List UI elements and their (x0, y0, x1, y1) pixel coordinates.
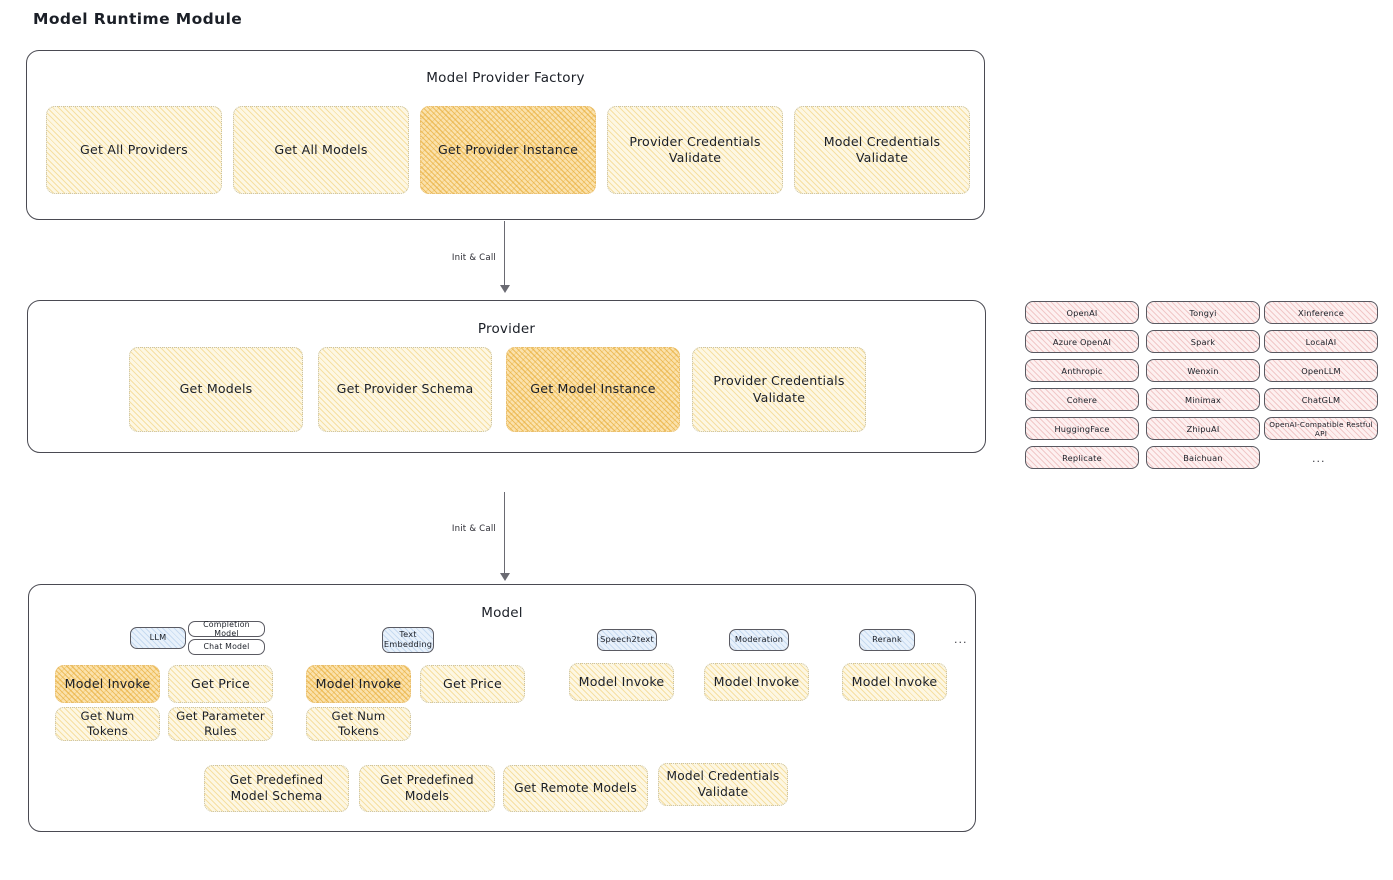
provider-card-get-model-instance[interactable]: Get Model Instance (506, 347, 680, 432)
provider-pill-minimax[interactable]: Minimax (1146, 388, 1260, 411)
provider-pill-spark[interactable]: Spark (1146, 330, 1260, 353)
model-type-subbadge-completion-model[interactable]: Completion Model (188, 620, 265, 638)
provider-card-provider-credentials-validate[interactable]: Provider Credentials Validate (692, 347, 866, 432)
provider-pill-openllm[interactable]: OpenLLM (1264, 359, 1378, 382)
connector-bottom-label: Init & Call (447, 523, 500, 535)
model-card-get-predefined-model-schema[interactable]: Get Predefined Model Schema (204, 765, 349, 812)
provider-pill-cohere[interactable]: Cohere (1025, 388, 1139, 411)
model-provider-factory-title: Model Provider Factory (426, 70, 585, 86)
model-card-get-remote-models[interactable]: Get Remote Models (503, 765, 648, 812)
page-title: Model Runtime Module (33, 10, 243, 28)
connector-factory-to-provider (499, 221, 510, 294)
provider-container: Provider Get Models Get Provider Schema … (27, 300, 986, 453)
llm-card-get-num-tokens[interactable]: Get Num Tokens (55, 707, 160, 741)
rerank-card-model-invoke[interactable]: Model Invoke (842, 663, 947, 701)
provider-pill-huggingface[interactable]: HuggingFace (1025, 417, 1139, 440)
connector-arrowhead (499, 285, 510, 293)
model-card-get-predefined-models[interactable]: Get Predefined Models (359, 765, 495, 812)
moderation-card-model-invoke[interactable]: Model Invoke (704, 663, 809, 701)
model-type-badge-speech2text[interactable]: Speech2text (597, 629, 657, 651)
model-type-badge-moderation[interactable]: Moderation (729, 629, 789, 651)
factory-card-get-provider-instance[interactable]: Get Provider Instance (420, 106, 596, 194)
provider-pill-azure-openai[interactable]: Azure OpenAI (1025, 330, 1139, 353)
connector-arrowhead (499, 573, 510, 581)
factory-card-get-all-models[interactable]: Get All Models (233, 106, 409, 194)
llm-card-get-price[interactable]: Get Price (168, 665, 273, 703)
model-type-subbadge-chat-model[interactable]: Chat Model (188, 639, 265, 655)
connector-stem (504, 492, 506, 574)
provider-pill-replicate[interactable]: Replicate (1025, 446, 1139, 469)
model-types-more: ... (954, 633, 968, 646)
provider-pill-wenxin[interactable]: Wenxin (1146, 359, 1260, 382)
provider-pill-tongyi[interactable]: Tongyi (1146, 301, 1260, 324)
connector-provider-to-model (499, 492, 510, 582)
factory-card-provider-credentials-validate[interactable]: Provider Credentials Validate (607, 106, 783, 194)
connector-stem (504, 221, 506, 286)
provider-pill-localai[interactable]: LocalAI (1264, 330, 1378, 353)
provider-pill-baichuan[interactable]: Baichuan (1146, 446, 1260, 469)
text-embedding-card-model-invoke[interactable]: Model Invoke (306, 665, 411, 703)
model-card-model-credentials-validate[interactable]: Model Credentials Validate (658, 763, 788, 806)
llm-card-model-invoke[interactable]: Model Invoke (55, 665, 160, 703)
llm-card-get-parameter-rules[interactable]: Get Parameter Rules (168, 707, 273, 741)
speech2text-card-model-invoke[interactable]: Model Invoke (569, 663, 674, 701)
factory-card-get-all-providers[interactable]: Get All Providers (46, 106, 222, 194)
provider-pill-xinference[interactable]: Xinference (1264, 301, 1378, 324)
provider-pill-anthropic[interactable]: Anthropic (1025, 359, 1139, 382)
factory-card-model-credentials-validate[interactable]: Model Credentials Validate (794, 106, 970, 194)
text-embedding-card-get-num-tokens[interactable]: Get Num Tokens (306, 707, 411, 741)
provider-title: Provider (477, 321, 536, 337)
provider-pill-chatglm[interactable]: ChatGLM (1264, 388, 1378, 411)
model-provider-factory-container: Model Provider Factory Get All Providers… (26, 50, 985, 220)
model-type-badge-rerank[interactable]: Rerank (859, 629, 915, 651)
provider-pill-zhipuai[interactable]: ZhipuAI (1146, 417, 1260, 440)
text-embedding-card-get-price[interactable]: Get Price (420, 665, 525, 703)
model-container: Model LLM Completion Model Chat Model Mo… (28, 584, 976, 832)
provider-list-more: ... (1312, 452, 1326, 465)
provider-pill-openai[interactable]: OpenAI (1025, 301, 1139, 324)
connector-top-label: Init & Call (447, 252, 500, 264)
provider-card-get-provider-schema[interactable]: Get Provider Schema (318, 347, 492, 432)
model-type-badge-text-embedding[interactable]: Text Embedding (382, 627, 434, 653)
model-title: Model (481, 605, 523, 621)
model-type-badge-llm[interactable]: LLM (130, 627, 186, 649)
provider-card-get-models[interactable]: Get Models (129, 347, 303, 432)
provider-pill-openai-compatible-restful-api[interactable]: OpenAI-Compatible Restful API (1264, 417, 1378, 440)
